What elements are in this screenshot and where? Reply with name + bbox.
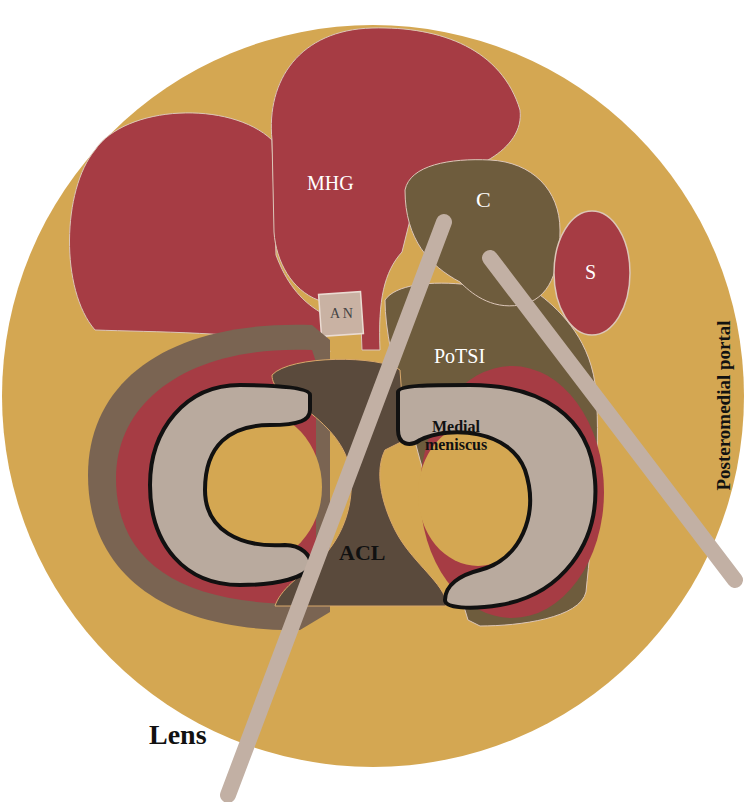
- node-text: C: [476, 187, 491, 212]
- node-text: ACL: [339, 540, 385, 565]
- structure-label: PoTSI: [434, 345, 485, 368]
- muscle-label: S: [585, 261, 596, 284]
- muscle-label: MHG: [307, 172, 354, 195]
- node-text: S: [585, 261, 596, 284]
- node-text: A N: [330, 306, 353, 322]
- arthroscope-lens: [228, 222, 444, 795]
- portal-label: Posteromedial portal: [714, 320, 735, 490]
- portal-instrument: [490, 258, 735, 580]
- ligament-label: ACL: [339, 540, 385, 565]
- semimembranosus: [554, 211, 630, 335]
- node-text: PoTSI: [434, 345, 485, 368]
- artery-nerve: [319, 292, 364, 337]
- vessel-label: A N: [330, 306, 353, 322]
- meniscus-label: Medial meniscus: [406, 418, 506, 455]
- capsule-label: C: [476, 187, 491, 212]
- node-text: MHG: [307, 172, 354, 195]
- instrument-label: Lens: [149, 720, 207, 751]
- medial-meniscus-shape: [398, 385, 595, 608]
- lateral-meniscus: [150, 385, 310, 585]
- node-text: Medial meniscus: [406, 418, 506, 455]
